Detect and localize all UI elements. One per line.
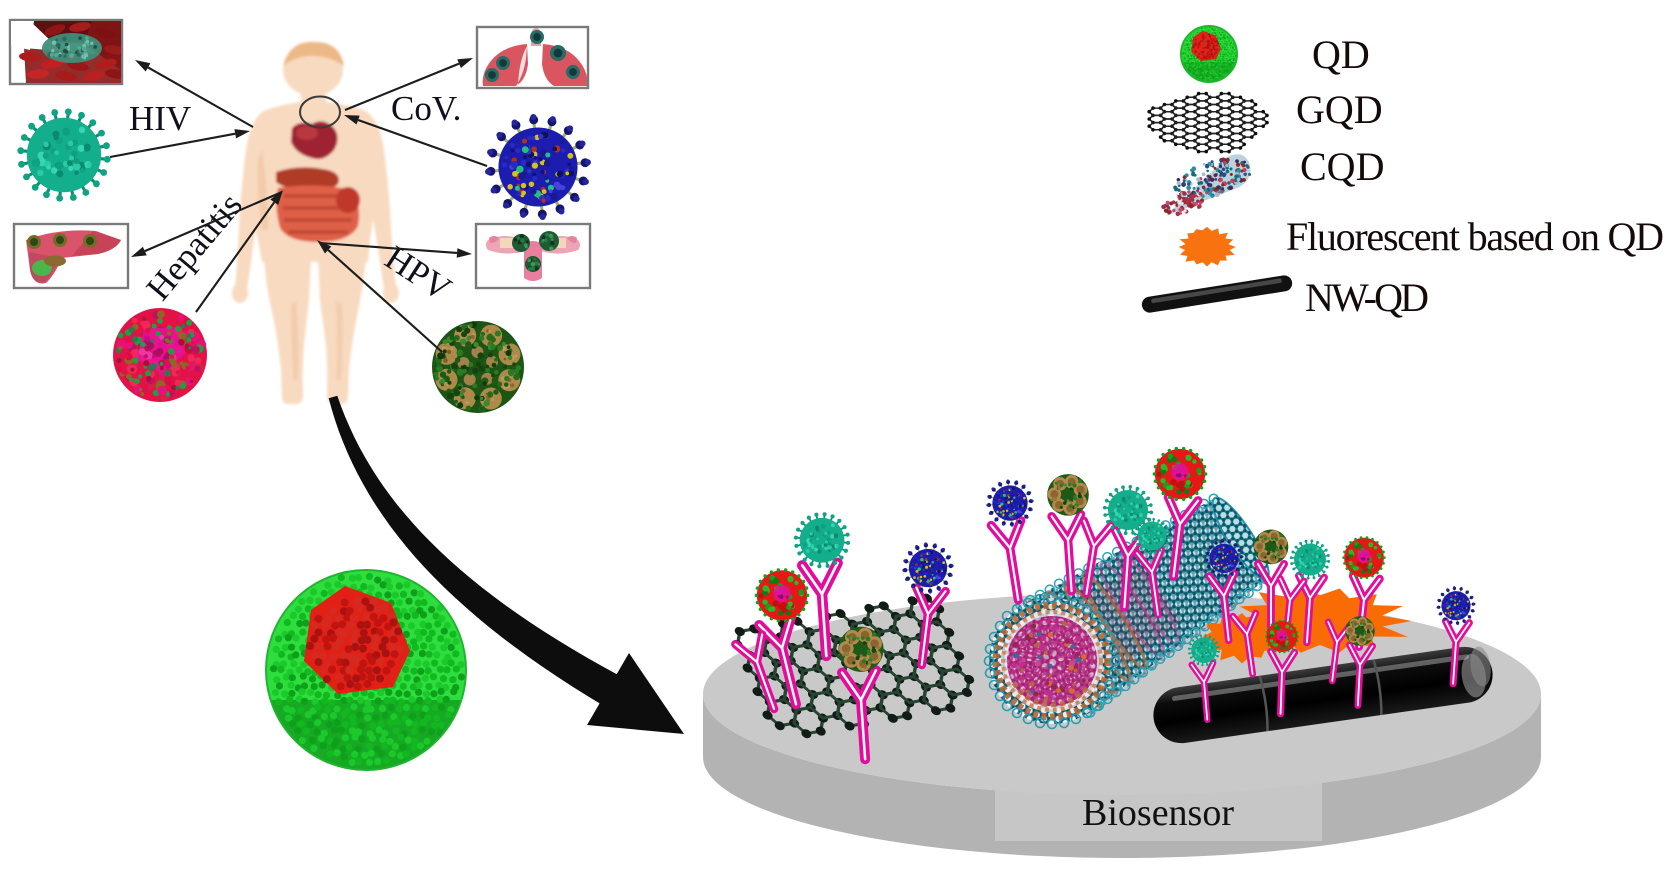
- svg-text:HIV: HIV: [129, 99, 191, 138]
- svg-text:CoV.: CoV.: [391, 89, 461, 128]
- svg-text:GQD: GQD: [1296, 87, 1383, 132]
- svg-text:Fluorescent based on QD: Fluorescent based on QD: [1286, 214, 1664, 259]
- svg-text:NW-QD: NW-QD: [1305, 275, 1429, 320]
- svg-text:QD: QD: [1312, 32, 1370, 77]
- svg-text:Biosensor: Biosensor: [1082, 792, 1234, 834]
- svg-text:CQD: CQD: [1300, 144, 1384, 189]
